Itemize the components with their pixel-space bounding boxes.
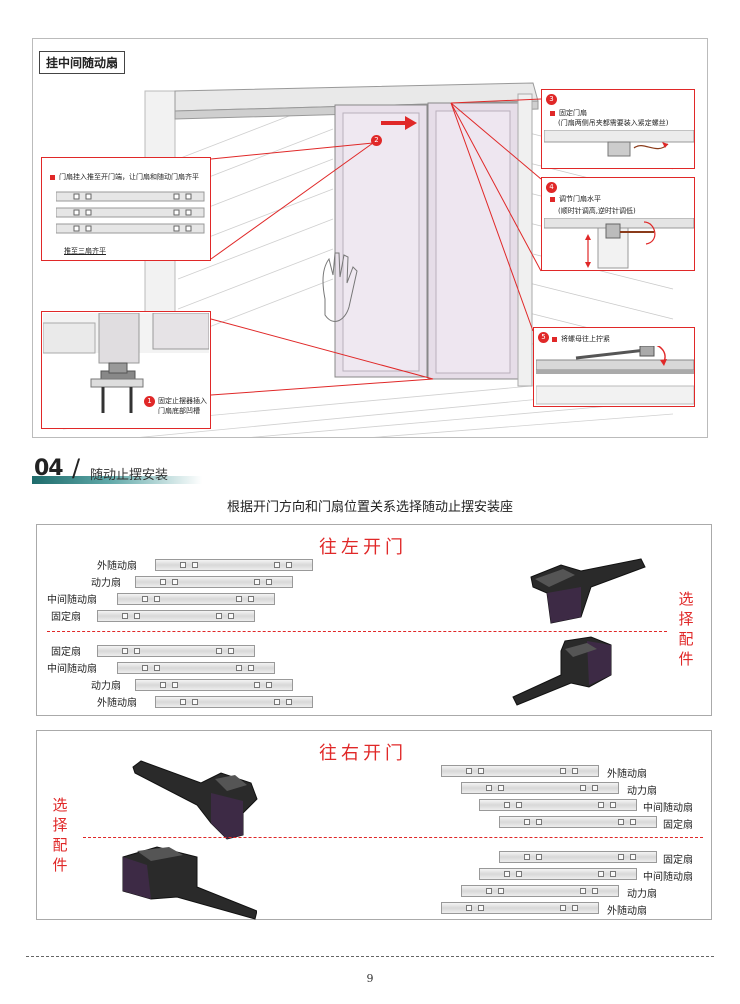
right-open-title: 往右开门 <box>319 743 407 764</box>
right-lower-label-2: 中间随动扇 <box>643 872 693 883</box>
right-upper-track-3 <box>479 799 637 811</box>
left-stopper-part-upper <box>530 558 646 624</box>
left-lower-track-2 <box>117 662 275 674</box>
callout-step-3: 3 固定门扇 (门扇两侧吊夹都需要装入紧定螺丝) <box>541 89 695 169</box>
callout-step-4: 4 调节门扇水平 (顺时针调高,逆时针调低) <box>541 177 695 271</box>
left-upper-label-3: 中间随动扇 <box>47 595 97 606</box>
installation-illustration: 挂中间随动扇 门扇挂入推至开门端，让门扇和随动门扇齐平 推至三扇齐平 2 <box>32 38 708 438</box>
footer-divider <box>26 956 714 957</box>
badge-step-2: 2 <box>371 135 382 146</box>
step1-line1: 固定止摆器插入 <box>158 397 207 405</box>
left-lower-track-3 <box>135 679 293 691</box>
left-upper-label-4: 固定扇 <box>51 612 81 623</box>
right-lower-label-4: 外随动扇 <box>607 906 647 917</box>
level-adjust-drawing <box>544 218 694 269</box>
badge-step-3: 3 <box>546 94 557 105</box>
section-number: 04 <box>34 456 64 481</box>
badge-step-4: 4 <box>546 182 557 193</box>
right-stopper-part-upper <box>132 760 258 840</box>
left-panel-divider <box>47 631 667 632</box>
left-lower-label-2: 中间随动扇 <box>47 664 97 675</box>
left-upper-track-1 <box>155 559 313 571</box>
badge-step-1: 1 <box>144 396 155 407</box>
stopper-install-drawing <box>43 313 209 413</box>
left-upper-track-3 <box>117 593 275 605</box>
right-side-label: 选择配件 <box>52 796 68 874</box>
panel-left-open: 往左开门 外随动扇 动力扇 中间随动扇 固定扇 固定扇 中间随动扇 动力扇 外随… <box>36 524 712 716</box>
left-open-title: 往左开门 <box>319 537 407 558</box>
right-lower-track-4 <box>441 902 599 914</box>
right-upper-track-1 <box>441 765 599 777</box>
step3-note: (门扇两侧吊夹都需要装入紧定螺丝) <box>558 119 669 127</box>
three-tracks-drawing <box>56 191 205 234</box>
step2-note: 推至三扇齐平 <box>64 247 106 255</box>
step1-line2: 门扇底部凹槽 <box>158 407 200 415</box>
right-upper-label-3: 中间随动扇 <box>643 803 693 814</box>
left-upper-label-2: 动力扇 <box>91 578 121 589</box>
step3-text: 固定门扇 <box>550 108 587 118</box>
right-stopper-part-lower <box>122 846 257 920</box>
left-lower-track-1 <box>97 645 255 657</box>
section-title: 随动止摆安装 <box>90 468 169 483</box>
left-lower-track-4 <box>155 696 313 708</box>
panel-right-open: 往右开门 选择配件 外随动扇 动力扇 中间随动扇 固定扇 固定扇 中间随动扇 动… <box>36 730 712 920</box>
left-side-label: 选择配件 <box>678 590 694 668</box>
right-lower-track-3 <box>461 885 619 897</box>
right-panel-divider <box>83 837 703 838</box>
left-lower-label-1: 固定扇 <box>51 647 81 658</box>
section-slash: / <box>72 454 81 482</box>
section-subtitle: 根据开门方向和门扇位置关系选择随动止摆安装座 <box>226 500 513 515</box>
right-lower-track-1 <box>499 851 657 863</box>
right-upper-label-2: 动力扇 <box>627 786 657 797</box>
section-header-bar <box>32 476 202 484</box>
right-upper-track-2 <box>461 782 619 794</box>
page-number: 9 <box>366 972 374 985</box>
right-upper-label-4: 固定扇 <box>663 820 693 831</box>
left-upper-track-4 <box>97 610 255 622</box>
left-stopper-part-lower <box>512 636 612 706</box>
right-lower-track-2 <box>479 868 637 880</box>
fix-door-drawing <box>544 130 694 157</box>
illustration-title: 挂中间随动扇 <box>39 51 126 74</box>
callout-step-2: 门扇挂入推至开门端，让门扇和随动门扇齐平 推至三扇齐平 <box>41 157 211 261</box>
step2-text: 门扇挂入推至开门端，让门扇和随动门扇齐平 <box>50 172 199 182</box>
right-lower-label-1: 固定扇 <box>663 855 693 866</box>
right-lower-label-3: 动力扇 <box>627 889 657 900</box>
right-upper-label-1: 外随动扇 <box>607 769 647 780</box>
section-header: 04 / 随动止摆安装 <box>32 454 212 486</box>
right-upper-track-4 <box>499 816 657 828</box>
left-upper-label-1: 外随动扇 <box>97 561 137 572</box>
left-lower-label-4: 外随动扇 <box>97 698 137 709</box>
door-scene-drawing <box>62 82 674 437</box>
callout-step-1: 1 固定止摆器插入 门扇底部凹槽 <box>41 311 211 429</box>
left-lower-label-3: 动力扇 <box>91 681 121 692</box>
callout-step-5: 5 将螺母往上拧紧 <box>533 327 695 407</box>
step4-note: (顺时针调高,逆时针调低) <box>558 207 636 215</box>
badge-step-5: 5 <box>538 332 549 343</box>
step4-text: 调节门扇水平 <box>550 194 601 204</box>
left-upper-track-2 <box>135 576 293 588</box>
step5-text: 将螺母往上拧紧 <box>552 334 610 344</box>
tighten-nut-drawing <box>536 346 694 405</box>
